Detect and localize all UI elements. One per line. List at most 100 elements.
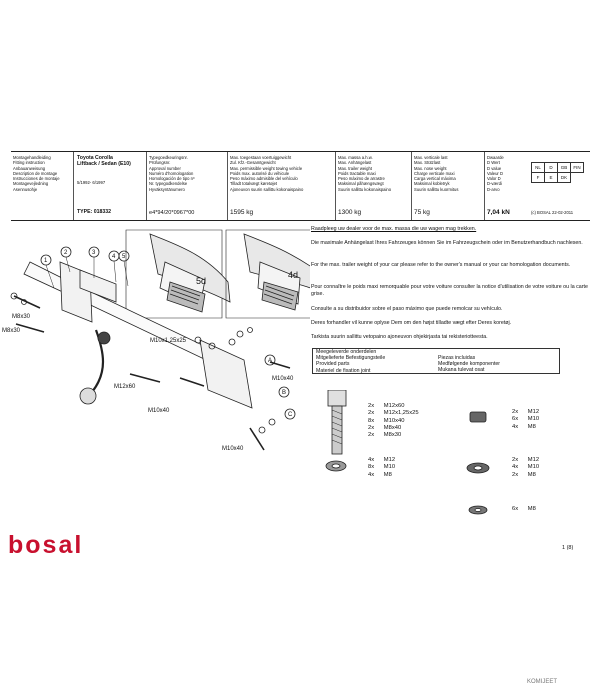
size: M8 [527,423,536,430]
callout-label: 4 [112,254,116,260]
watermark: KOMIJEET [527,679,558,685]
diagram-labels: 5d 4d M8x30 M8x30 M10x1,25x25 M12x60 M10… [2,250,298,452]
qty: 8x [368,417,375,424]
header-divider [484,152,485,220]
bolt-label: M8x30 [2,328,21,334]
header-label-line: Montagevejledning [13,181,49,187]
logo-text: bosal [8,534,83,556]
header-label-line: Approval number [149,165,181,171]
size: M10 [527,464,540,471]
qty: 4x [512,464,519,471]
parts-title: Mitgelieferte Befestigungsteile [316,355,386,362]
approval-number: e4*94/20*0967*00 [149,210,195,216]
header-label-line: D value [487,165,502,171]
header-label-line: Max. permissible weight towing vehicle [230,165,303,171]
header-label-line: Typegoedkeuringsnr. [149,155,188,160]
parts-title: Meegeleverde onderdelen [316,349,377,355]
header-label-line: D Wert [487,160,500,166]
vehicle-weight-value: 1595 kg [230,209,254,216]
header-label-line: Zul. Kfz.-Gesamtgewicht [230,160,276,166]
small-washers-list: 6x M8 [512,506,536,513]
qty: 4x [368,457,375,463]
flag-cell: F [531,172,545,183]
provided-parts-box: Meegeleverde onderdelen Mitgelieferte Be… [312,348,560,374]
qty: 2x [368,432,375,439]
qty: 8x [368,464,375,471]
language-flags: NL D GB FIN F E DK [531,162,584,183]
header-label-line: Fitting instruction [13,160,45,166]
nut-icon [469,411,487,423]
qty: 6x [512,416,519,423]
socket-plate [97,331,111,345]
towbar-exploded-diagram: 5d 4d M8x30 M8x30 M10x1,25x25 M12x60 M10… [2,229,310,452]
approval-labels: Typegoedkeuringsnr.Prüfungsnr.Approval n… [149,155,195,192]
sticker-label-right: 4d [288,270,298,280]
header-label-line: Charge verticale maxi [414,170,455,176]
size: M8 [527,506,536,512]
nuts-list: 2x M12 6x M10 4x M8 [512,409,539,431]
parts-title: Provided parts [316,361,350,368]
vehicle-years: 5/1992- 6/1997 [77,180,106,186]
header-divider [411,152,412,220]
qty: 2x [368,424,375,431]
trailer-weight-value: 1300 kg [338,209,362,216]
header-divider [335,152,336,220]
lock-washers-list: 4x M12 8x M10 4x M8 [368,457,395,479]
bolt-label: M10x40 [272,376,294,382]
header-label-line: Suurin sallittu kokonaispaino [338,186,392,192]
header-label-line: Maksimal påhængsvægt [338,181,384,187]
header-divider [73,152,74,220]
callout-label: A [268,358,272,364]
bolt-head-icon [327,390,347,407]
vehicle-variant: Liftback / Sedan (E10) [77,161,131,168]
instruction-nl: Raadpleeg uw dealer voor de max. massa d… [311,226,477,232]
header-divider [146,152,147,220]
size: M12x1,25x25 [383,410,419,417]
size: M10 [383,464,396,471]
inset-frame-right [225,229,310,319]
size: M12 [527,457,540,463]
qty: 2x [368,403,375,409]
instruction-en: For the max. trailer weight of your car … [311,262,571,268]
header-label-line: Poids max. autorisé du véhicule [230,170,290,176]
size: M12 [383,457,396,463]
instruction-fi: Tarkista suurin sallittu vetopaino ajone… [311,334,488,340]
qty: 6x [512,506,519,512]
header-label-line: Valeur D [487,170,503,176]
bolt-label: M10x40 [148,408,170,414]
left-plate [79,269,117,303]
header-label-line: Hyväksyntänumero [149,186,185,192]
header-label-line: Numéro d'homologation [149,170,194,176]
header-label-line: Maksimal kobletryk [414,181,450,187]
copyright: (c) BOSAL 22-02-2011 [531,210,574,215]
vehicle-model: Toyota Corolla [77,155,113,161]
header-label-line: Max. nose weight [414,165,447,171]
grid-plate-left [166,281,206,313]
header-label-line: Prüfungsnr. [149,160,171,166]
size: M12 [527,409,540,415]
d-value: 7,04 kN [487,209,510,216]
qty: 2x [512,471,519,478]
bosal-logo: bosal [8,534,83,556]
flag-cell: FIN [570,162,584,173]
header-label-line: Max. Anhängelast [338,160,372,166]
header-label-line: Dwaarde [487,155,504,160]
type-number: TYPE: 018332 [77,209,112,215]
header-label-line: Anbauanweisung [13,165,46,171]
header-label-line: Max. massa a.h.w. [338,155,373,160]
size: M8x40 [383,424,402,431]
size: M8 [527,471,536,478]
header-label-line: Nr. typegodkendelse [149,181,188,187]
tow-ball [79,387,97,405]
nose-weight-value: 75 kg [414,209,430,216]
header-divider [227,152,228,220]
flag-cell: D [544,162,558,173]
bolt-label: M10x40 [222,446,244,452]
